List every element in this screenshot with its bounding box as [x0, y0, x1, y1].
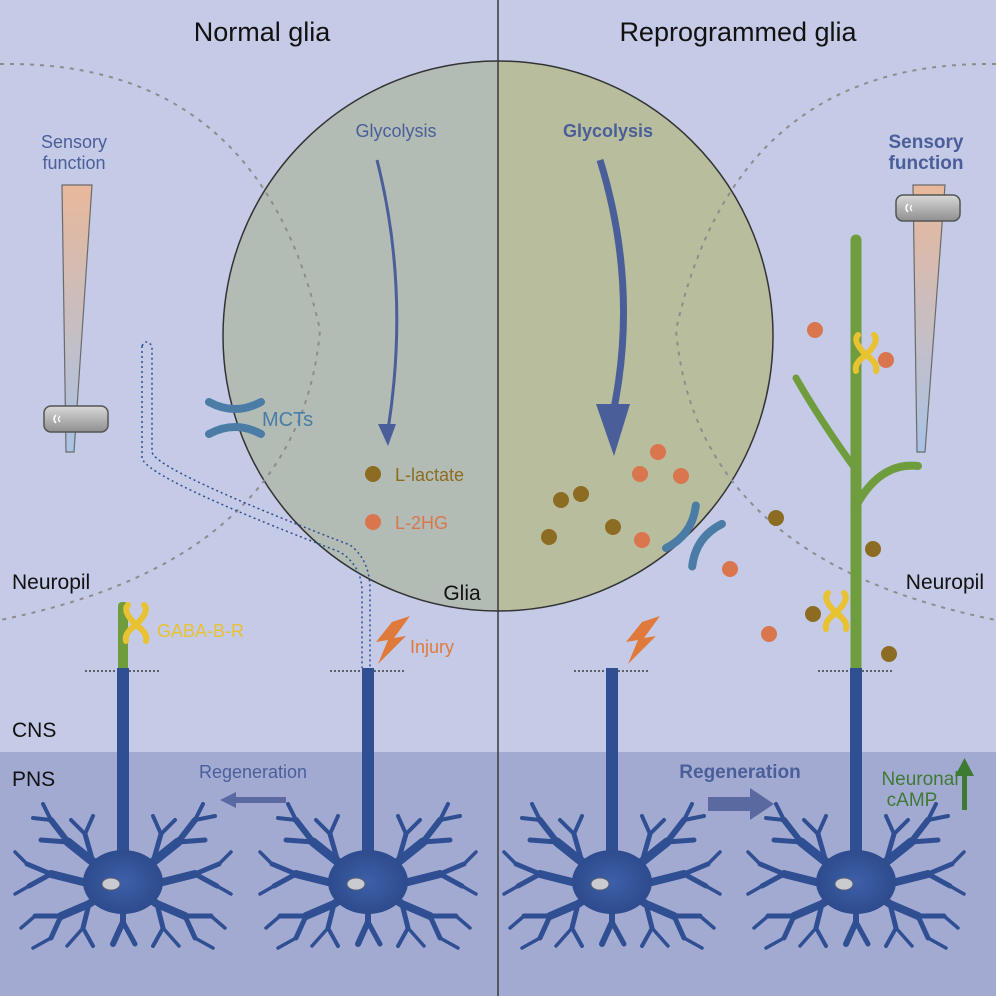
regenerated-axon-green — [792, 234, 922, 678]
regeneration-arrow-left — [220, 792, 286, 808]
mcts-label: MCTs — [262, 409, 313, 431]
neuropil-boundary-right — [674, 62, 996, 621]
left-panel-title: Normal glia — [194, 17, 332, 47]
neuropil-boundary-left — [0, 62, 322, 621]
regeneration-label-left: Regeneration — [199, 762, 307, 782]
right-panel-title: Reprogrammed glia — [619, 17, 857, 47]
neuronal-camp-label-1: Neuronal — [881, 769, 958, 790]
up-arrow-icon — [955, 758, 974, 810]
cns-label: CNS — [12, 719, 56, 742]
neuronal-camp-label-2: cAMP — [887, 790, 938, 811]
degenerated-axon-outline — [141, 341, 371, 668]
sensory-function-label-left-2: function — [42, 153, 105, 173]
sensory-function-label-left-1: Sensory — [41, 132, 107, 152]
neuropil-label-left: Neuropil — [12, 571, 90, 594]
glia-cell-right-half — [498, 60, 774, 612]
regeneration-arrow-right — [708, 788, 774, 820]
pns-label: PNS — [12, 768, 55, 791]
sensory-function-label-right-2: function — [889, 153, 964, 174]
axon-right-regenerating — [850, 668, 862, 868]
neuropil-label-right: Neuropil — [906, 571, 984, 594]
glia-cell-left-half — [222, 60, 498, 612]
glycolysis-label-right: Glycolysis — [563, 121, 653, 141]
injury-label: Injury — [410, 637, 454, 657]
l-2hg-dot — [365, 514, 381, 530]
l-lactate-dot — [365, 466, 381, 482]
glia-label: Glia — [443, 582, 481, 605]
sensory-bristle-icon — [43, 184, 109, 453]
l-lactate-label: L-lactate — [395, 465, 464, 485]
axon-left-injured — [362, 668, 374, 868]
sensory-function-label-right-1: Sensory — [889, 132, 964, 153]
l-2hg-label: L-2HG — [395, 513, 448, 533]
glycolysis-label-left: Glycolysis — [355, 121, 436, 141]
glycolysis-arrow-right — [596, 158, 628, 419]
metabolite-dots — [541, 322, 897, 662]
axon-left-intact — [117, 668, 129, 868]
sensory-bristle-icon — [895, 184, 961, 453]
glycolysis-arrow-left — [375, 159, 399, 431]
regeneration-label-right: Regeneration — [679, 762, 800, 783]
axon-right-injured — [606, 668, 618, 868]
gaba-b-r-label: GABA-B-R — [157, 621, 244, 641]
